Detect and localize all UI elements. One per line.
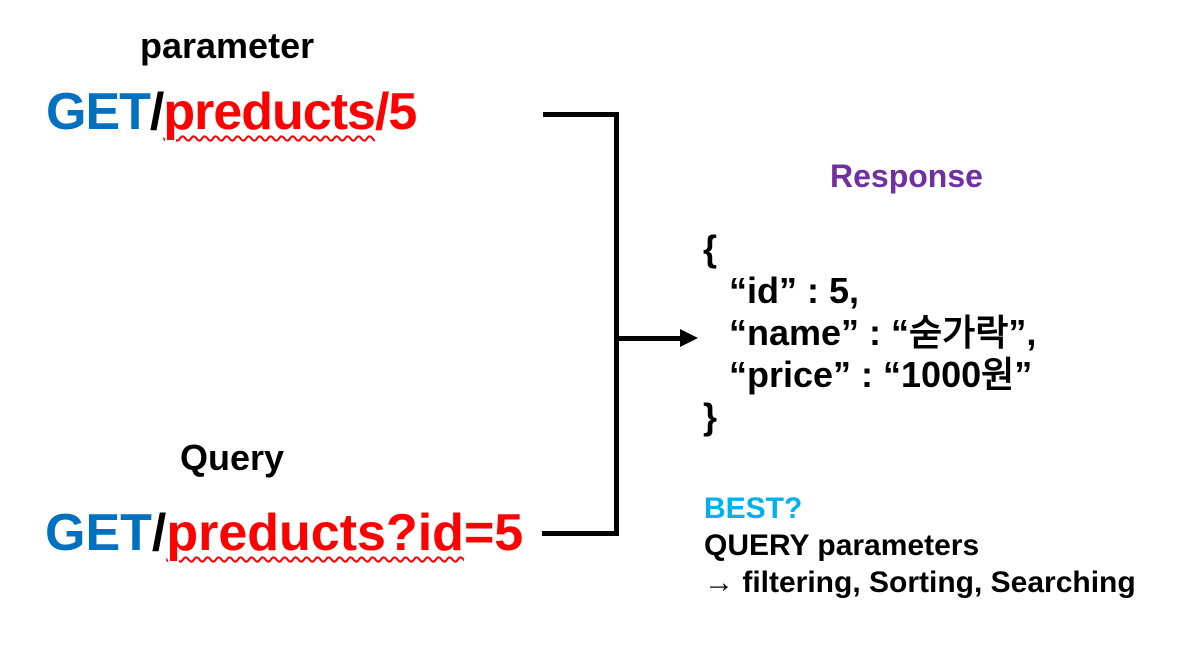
json-response-block: { “id” : 5, “name” : “숟가락”, “price” : “1… <box>703 228 1036 438</box>
query-parameters-note: QUERY parameters <box>704 529 980 562</box>
query-label: Query <box>180 437 285 478</box>
bracket-bottom-arm <box>542 531 619 536</box>
query-misspelled-segment: preducts?id <box>166 504 464 562</box>
query-uses-note: → filtering, Sorting, Searching <box>704 566 1136 599</box>
query-value-segment: =5 <box>463 504 524 562</box>
parameter-label: parameter <box>140 25 315 66</box>
query-request-line: GET/preducts?id=5 <box>45 504 524 562</box>
json-id-field: “id” : 5, <box>729 270 860 311</box>
http-method-get: GET <box>46 83 151 141</box>
http-method-get: GET <box>45 504 152 562</box>
path-id-segment: /5 <box>374 83 417 141</box>
bracket-vertical-line <box>614 112 619 536</box>
path-slash: / <box>151 504 167 562</box>
arrow-shaft <box>614 336 682 341</box>
json-price-field: “price” : “1000원” <box>729 354 1033 395</box>
json-name-field: “name” : “숟가락”, <box>729 312 1037 353</box>
query-notes-block: BEST? QUERY parameters → filtering, Sort… <box>704 490 1136 601</box>
path-slash: / <box>149 83 164 141</box>
json-close-brace: } <box>703 396 718 437</box>
parameter-request-line: GET/preducts/5 <box>46 83 417 141</box>
path-misspelled-segment: preducts <box>163 83 376 141</box>
right-arrow-icon <box>680 329 698 347</box>
best-question-note: BEST? <box>704 492 803 525</box>
response-title: Response <box>830 158 983 194</box>
json-open-brace: { <box>703 228 718 269</box>
bracket-top-arm <box>543 112 619 117</box>
